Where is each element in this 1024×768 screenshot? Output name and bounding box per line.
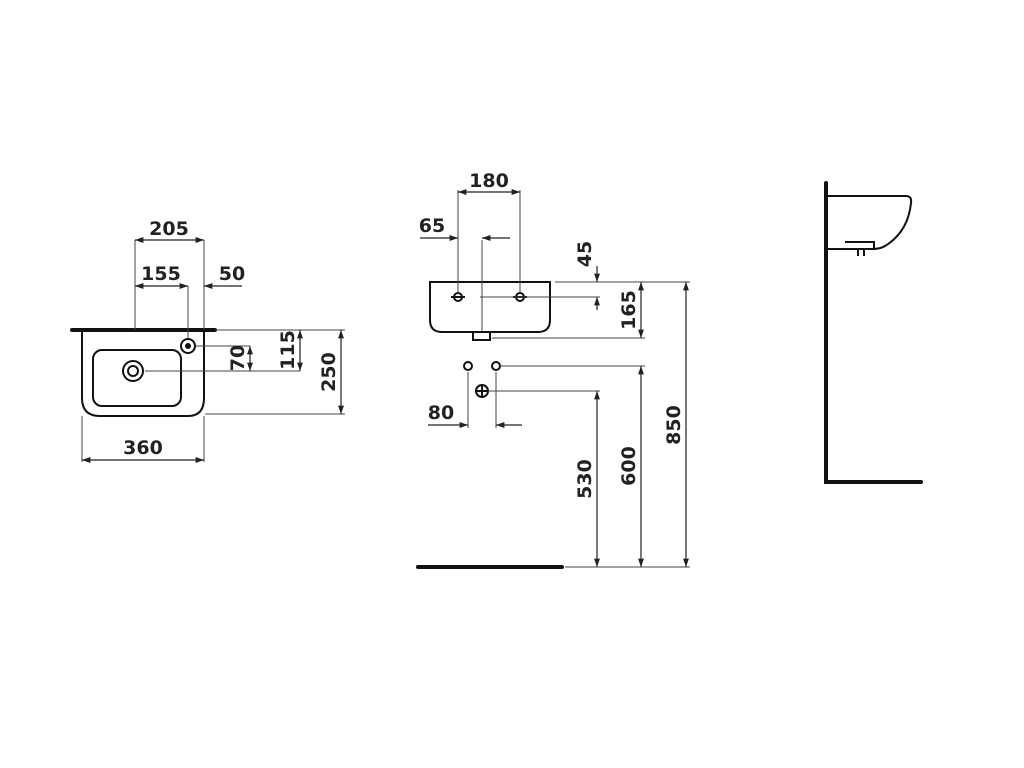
plan-bowl-outline bbox=[92, 349, 182, 407]
dim-label-250: 250 bbox=[318, 352, 340, 392]
front-waste-outlet bbox=[472, 331, 491, 341]
dim-label-50: 50 bbox=[219, 263, 245, 285]
plan-view: 205 155 50 70 115 250 360 bbox=[70, 218, 345, 463]
plan-tap-hole-inner bbox=[185, 343, 191, 349]
side-wall-and-floor bbox=[824, 181, 923, 484]
dim-label-115: 115 bbox=[277, 330, 299, 370]
dim-label-180: 180 bbox=[469, 170, 509, 192]
plan-drain-inner bbox=[127, 365, 139, 377]
dim-label-205: 205 bbox=[149, 218, 189, 240]
dim-label-45: 45 bbox=[574, 241, 596, 267]
side-view bbox=[824, 181, 923, 484]
dim-label-600: 600 bbox=[618, 446, 640, 486]
plan-tap-hole-outer bbox=[180, 338, 196, 354]
dim-label-65: 65 bbox=[419, 215, 445, 237]
dim-label-80: 80 bbox=[428, 402, 454, 424]
dim-label-850: 850 bbox=[663, 405, 685, 445]
dim-label-165: 165 bbox=[618, 290, 640, 330]
side-waste-outlet bbox=[845, 241, 875, 250]
dim-label-155: 155 bbox=[141, 263, 181, 285]
front-view: 180 65 45 165 80 530 600 850 bbox=[416, 170, 690, 569]
dim-label-70: 70 bbox=[227, 345, 249, 371]
plan-drain-outer bbox=[122, 360, 144, 382]
front-basin-outline bbox=[429, 281, 551, 333]
supply-point-right bbox=[491, 361, 501, 371]
dim-label-530: 530 bbox=[574, 459, 596, 499]
plan-basin-outline bbox=[81, 332, 205, 417]
dim-label-360: 360 bbox=[123, 437, 163, 459]
supply-point-left bbox=[463, 361, 473, 371]
side-basin-profile bbox=[828, 195, 913, 250]
